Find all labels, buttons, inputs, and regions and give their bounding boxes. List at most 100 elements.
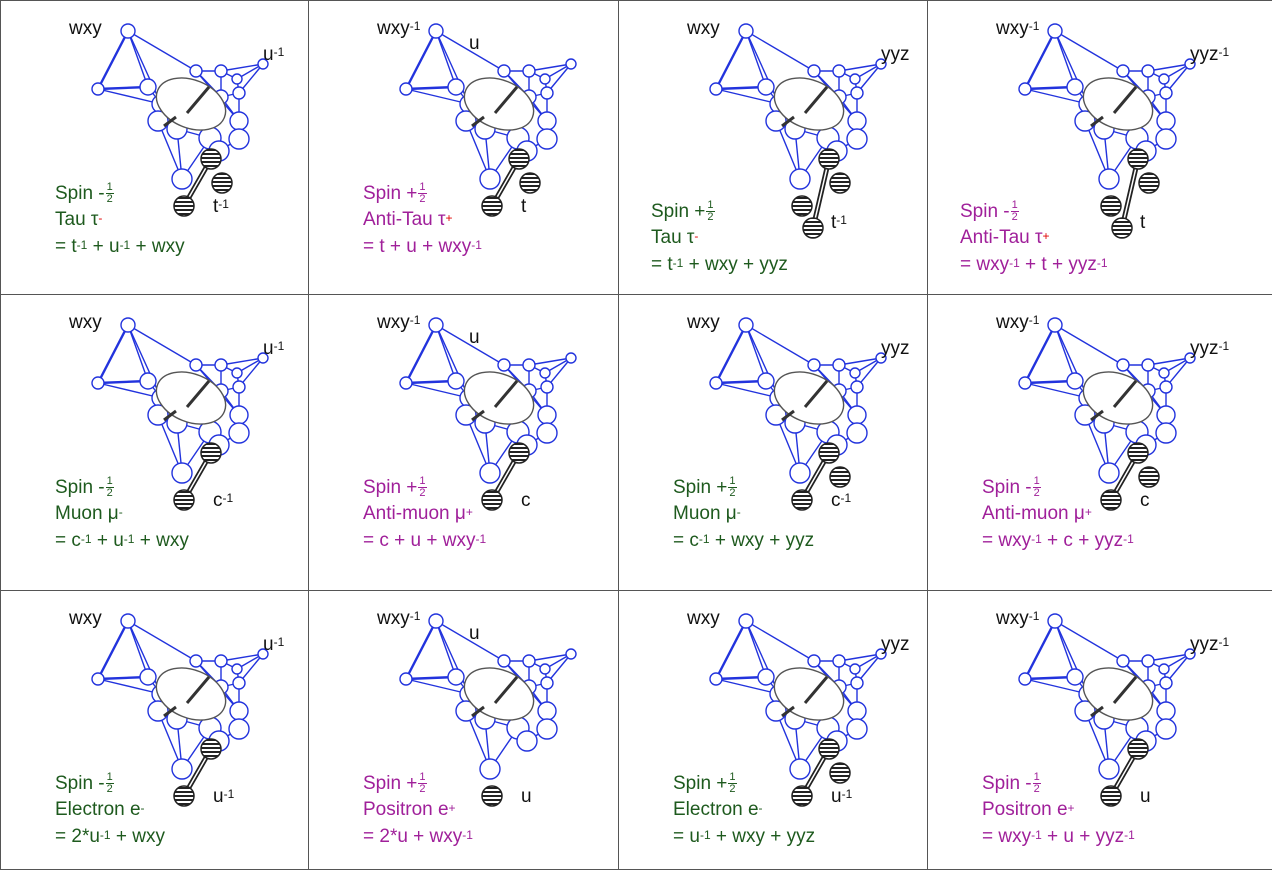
network-node [789,168,811,190]
particle-charge: - [758,801,763,815]
spin-denominator: 2 [419,193,426,206]
hatched-ball [481,785,503,807]
chain-label-exponent: -1 [222,491,234,505]
right-label-exponent: -1 [1218,339,1230,353]
hatched-ball [791,785,813,807]
spin-denominator: 2 [419,783,426,796]
network-node [765,404,787,426]
formula-exponent: -1 [462,828,473,842]
formula-line: = c-1 + wxy + yyz [673,528,814,555]
network-node [537,701,557,721]
particle-diagram [1018,613,1196,807]
network-node [1159,380,1173,394]
network [91,613,269,780]
network-node [171,462,193,484]
spin-text: Spin - [55,183,105,204]
ball-chain [173,148,233,217]
network-node [214,654,228,668]
chain-label-text: t [831,212,837,233]
network-edge-thick [404,324,438,384]
network-node [539,663,551,675]
network-edge [127,30,162,105]
left-label-exponent: -1 [1028,19,1040,33]
formula-exponent: -1 [672,256,684,270]
left-label-exponent: -1 [409,609,421,623]
ball-chain [791,738,851,807]
network-node [1074,110,1096,132]
formula-line: = u-1 + wxy + yyz [673,824,815,851]
network-edge-thick [1023,30,1057,90]
network-node [428,317,444,333]
network-node [539,367,551,379]
formula-exponent: -1 [80,532,92,546]
network-node [1159,676,1173,690]
network-edge [405,678,470,695]
right-node-label: u [469,34,480,53]
ring-tick [781,705,795,718]
particle-charge: + [1042,229,1050,243]
network-edge [435,30,457,88]
network-edge-thick [1023,620,1057,680]
formula-term: + wxy + yyz [709,530,815,551]
network-node [1184,352,1196,364]
network-node [428,613,444,629]
right-node-label: yyz [881,635,910,654]
chain-label-text: c [831,490,841,511]
formula-line: = c-1 + u-1 + wxy [55,528,189,555]
ring-tick [1090,115,1104,128]
spin-denominator: 2 [1033,487,1040,500]
network-edge-thick [404,620,438,680]
network-edge [405,88,470,105]
particle-name-line: Anti-Tau τ+ [363,207,482,234]
network-node [832,64,846,78]
chain-end-label: c [521,491,531,510]
hatched-ball [1138,172,1160,194]
network-node [91,82,105,96]
network-node [537,111,557,131]
spin-numerator: 1 [1032,771,1041,785]
network-node [522,64,536,78]
network-node [147,700,169,722]
particle-name: Electron e [55,799,141,820]
formula-exponent: -1 [475,532,487,546]
formula-term: = c [673,530,699,551]
network-edge [1054,30,1124,72]
network-node [257,352,269,364]
network-edge [127,324,197,366]
ring-tick [1112,380,1138,408]
network-edge [435,324,470,399]
network-node [847,405,867,425]
particle-diagram [91,23,269,217]
network-node [540,676,554,690]
network-edge [1024,88,1089,105]
network-edge [745,324,767,382]
particle-name: Anti-muon μ [982,503,1085,524]
network-node [536,422,558,444]
particle-name: Electron e [673,799,759,820]
network-edge [1147,653,1191,662]
network-edge [838,357,882,366]
left-node-label: wxy-1 [377,19,420,38]
spin-numerator: 1 [105,181,114,195]
right-node-label: u [469,328,480,347]
hatched-ball [508,442,530,464]
network-node [709,82,723,96]
network-node [479,758,501,780]
network-edge-thick [404,30,438,90]
formula-term: = u [673,826,700,847]
left-label-text: wxy [377,18,410,39]
spin-text: Spin + [673,477,728,498]
spin-numerator: 1 [105,771,114,785]
network-node [1047,317,1063,333]
